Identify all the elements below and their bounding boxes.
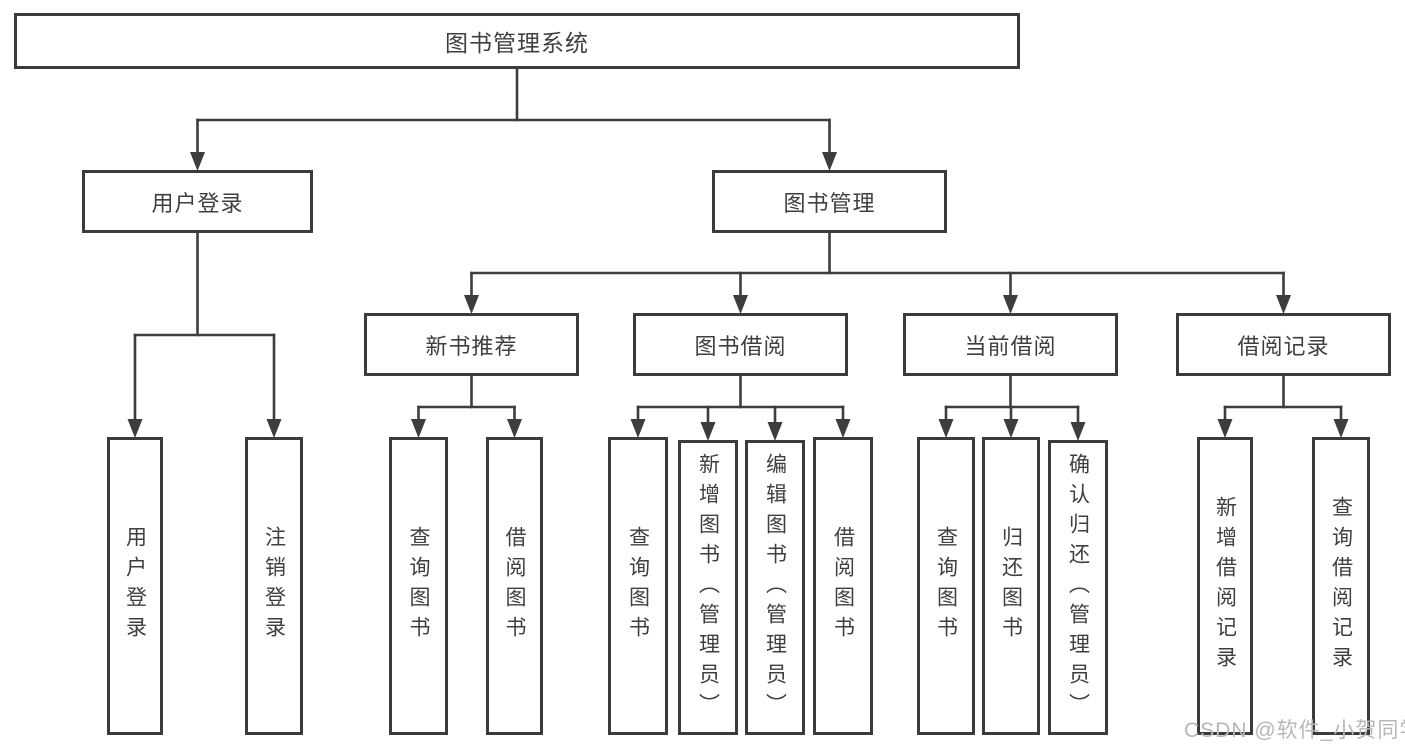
node-confirm-return-admin: 确认归还（管理员） <box>1048 440 1108 735</box>
node-add-borrow-record: 新增借阅记录 <box>1197 437 1253 735</box>
arrowhead-icon <box>127 419 143 438</box>
node-label-add-books-admin: 新增图书（管理员） <box>696 452 720 723</box>
node-query-books-3: 查询图书 <box>917 437 975 735</box>
node-user-login-leaf: 用户登录 <box>107 437 163 735</box>
node-add-books-admin: 新增图书（管理员） <box>678 440 738 735</box>
arrowhead-icon <box>411 419 426 438</box>
node-return-books: 归还图书 <box>982 437 1040 735</box>
node-label-user-login-leaf: 用户登录 <box>123 526 147 646</box>
node-current-borrow: 当前借阅 <box>903 313 1118 376</box>
arrowhead-icon <box>266 419 282 438</box>
node-edit-books-admin: 编辑图书（管理员） <box>745 440 805 735</box>
node-label-borrow-records: 借阅记录 <box>1237 333 1330 359</box>
arrowhead-icon <box>1003 419 1019 438</box>
arrowhead-icon <box>835 419 851 438</box>
arrowhead-icon <box>1070 422 1086 441</box>
node-label-book-borrow: 图书借阅 <box>694 333 787 359</box>
node-label-root: 图书管理系统 <box>445 30 589 56</box>
node-query-books-2: 查询图书 <box>608 437 668 735</box>
node-logout: 注销登录 <box>245 437 303 735</box>
arrowhead-icon <box>190 152 205 171</box>
node-label-borrow-books-2: 借阅图书 <box>831 526 855 646</box>
node-book-borrow: 图书借阅 <box>633 313 848 376</box>
node-label-query-books-2: 查询图书 <box>626 526 650 646</box>
arrowhead-icon <box>464 295 479 314</box>
arrowhead-icon <box>938 419 954 438</box>
node-label-book-mgmt: 图书管理 <box>783 190 876 216</box>
node-label-new-book-rec: 新书推荐 <box>425 333 518 359</box>
node-query-borrow-record: 查询借阅记录 <box>1312 437 1370 735</box>
arrowhead-icon <box>767 422 783 441</box>
node-label-edit-books-admin: 编辑图书（管理员） <box>763 452 787 723</box>
node-book-mgmt: 图书管理 <box>712 170 947 233</box>
node-query-books-1: 查询图书 <box>389 437 448 735</box>
arrowhead-icon <box>1276 295 1291 314</box>
arrowhead-icon <box>1217 419 1233 438</box>
arrowhead-icon <box>1003 295 1018 314</box>
arrowhead-icon <box>507 419 522 438</box>
node-root: 图书管理系统 <box>14 13 1020 69</box>
node-user-login: 用户登录 <box>82 170 313 233</box>
arrowhead-icon <box>700 422 716 441</box>
node-label-user-login: 用户登录 <box>151 190 244 216</box>
node-label-return-books: 归还图书 <box>999 526 1023 646</box>
node-label-query-borrow-record: 查询借阅记录 <box>1329 496 1353 676</box>
arrowhead-icon <box>1333 419 1349 438</box>
watermark: CSDN @软件_小贺同学 <box>1184 719 1405 742</box>
node-label-current-borrow: 当前借阅 <box>964 333 1057 359</box>
node-borrow-books-2: 借阅图书 <box>813 437 873 735</box>
node-label-query-books-1: 查询图书 <box>407 526 430 646</box>
node-new-book-rec: 新书推荐 <box>364 313 579 376</box>
node-borrow-books-1: 借阅图书 <box>486 437 543 735</box>
node-label-query-books-3: 查询图书 <box>934 526 958 646</box>
arrowhead-icon <box>822 152 837 171</box>
arrowhead-icon <box>733 295 748 314</box>
node-label-add-borrow-record: 新增借阅记录 <box>1213 496 1237 676</box>
node-borrow-records: 借阅记录 <box>1176 313 1391 376</box>
node-label-confirm-return-admin: 确认归还（管理员） <box>1066 452 1090 723</box>
arrowhead-icon <box>630 419 646 438</box>
node-label-borrow-books-1: 借阅图书 <box>503 526 526 646</box>
node-label-logout: 注销登录 <box>262 526 286 646</box>
